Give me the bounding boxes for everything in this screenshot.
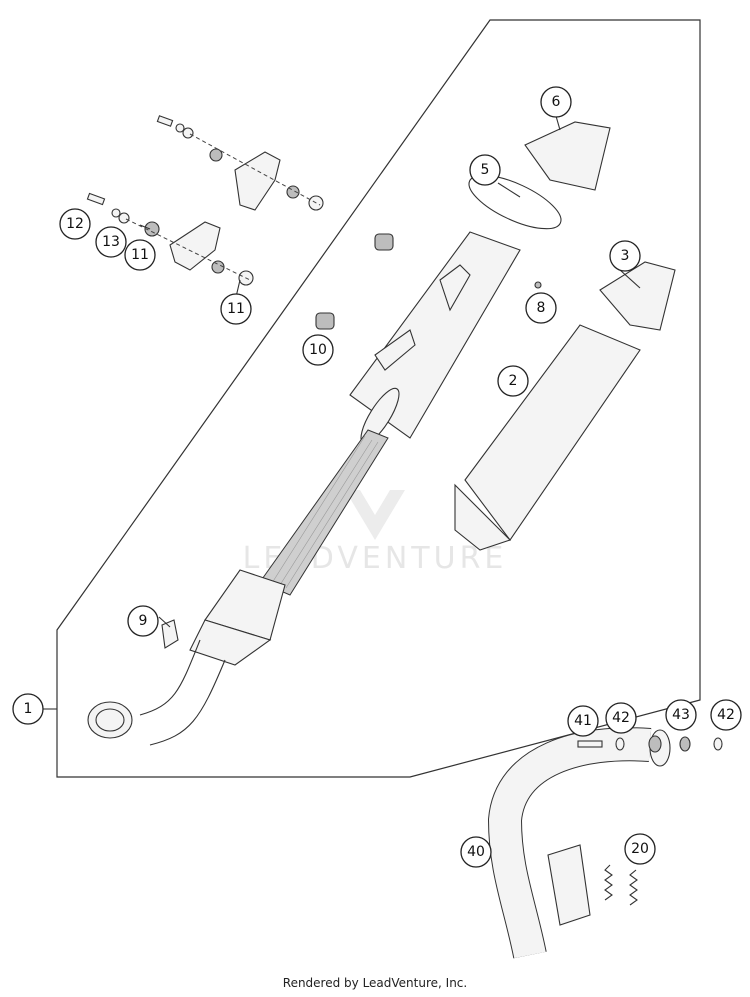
callout-3: 3 xyxy=(609,240,641,272)
svg-text:5: 5 xyxy=(481,162,490,178)
cap-screw xyxy=(534,281,542,289)
upper-bracket-hardware xyxy=(156,115,324,211)
callout-5: 5 xyxy=(469,154,501,186)
svg-text:42: 42 xyxy=(717,707,735,723)
spring-clip xyxy=(161,619,179,649)
grommet-lower xyxy=(315,312,335,330)
callout-12: 12 xyxy=(59,208,91,240)
callout-20: 20 xyxy=(624,833,656,865)
muffler-sleeve xyxy=(454,324,641,551)
svg-text:6: 6 xyxy=(552,94,561,110)
assembly-outline xyxy=(56,19,701,778)
callout-2: 2 xyxy=(497,365,529,397)
muffler-core xyxy=(349,231,521,445)
callout-42-left: 42 xyxy=(605,702,637,734)
svg-text:8: 8 xyxy=(537,300,546,316)
perforated-tube xyxy=(259,429,389,596)
svg-text:1: 1 xyxy=(24,701,33,717)
svg-text:20: 20 xyxy=(631,841,649,857)
svg-text:3: 3 xyxy=(621,248,630,264)
svg-text:43: 43 xyxy=(672,707,690,723)
callout-1: 1 xyxy=(12,693,44,725)
end-cap-small xyxy=(599,261,676,331)
svg-text:11: 11 xyxy=(227,301,245,317)
callout-42-right: 42 xyxy=(710,699,742,731)
callout-43: 43 xyxy=(665,699,697,731)
callout-13: 13 xyxy=(95,226,127,258)
inlet-cone-assembly xyxy=(87,569,286,746)
callout-11-lower: 11 xyxy=(220,293,252,325)
svg-text:9: 9 xyxy=(139,613,148,629)
svg-text:2: 2 xyxy=(509,373,518,389)
svg-text:10: 10 xyxy=(309,342,327,358)
callout-9: 9 xyxy=(127,605,159,637)
end-cap-large xyxy=(524,121,611,191)
callout-11-upper: 11 xyxy=(124,239,156,271)
callout-40: 40 xyxy=(460,836,492,868)
svg-text:13: 13 xyxy=(102,234,120,250)
callout-6: 6 xyxy=(540,86,572,118)
lower-bracket-hardware xyxy=(86,192,254,286)
svg-text:41: 41 xyxy=(574,713,592,729)
callout-8: 8 xyxy=(525,292,557,324)
svg-text:11: 11 xyxy=(131,247,149,263)
spring-right xyxy=(629,869,638,906)
svg-text:40: 40 xyxy=(467,844,485,860)
svg-text:42: 42 xyxy=(612,710,630,726)
footer-credit: Rendered by LeadVenture, Inc. xyxy=(282,976,468,990)
callout-10: 10 xyxy=(302,334,334,366)
spring-left xyxy=(604,864,613,901)
grommet-upper xyxy=(374,233,394,251)
callout-41: 41 xyxy=(567,705,599,737)
header-hardware xyxy=(577,735,723,753)
svg-text:12: 12 xyxy=(66,216,84,232)
gasket-ring xyxy=(468,174,562,230)
